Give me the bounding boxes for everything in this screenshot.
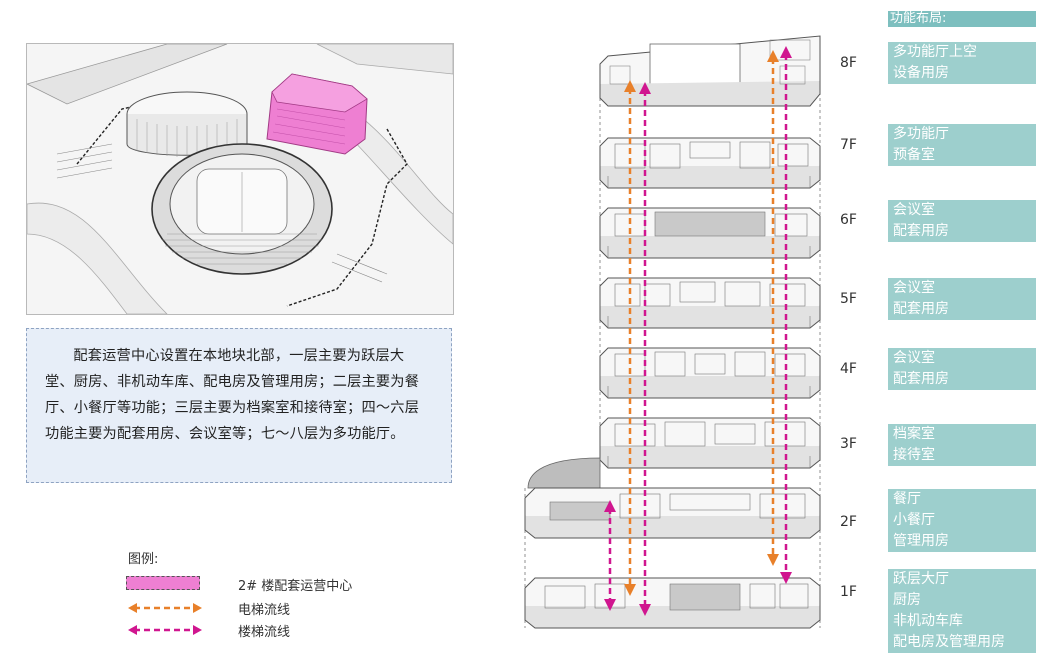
- function-item: 厨房: [893, 592, 921, 608]
- floor-label-5f: 5F: [840, 291, 857, 307]
- floor-label-7f: 7F: [840, 137, 857, 153]
- legend-item-elevator: 电梯流线: [126, 598, 386, 618]
- function-item: 多功能厅: [893, 126, 949, 142]
- floor-6f-plan: [599, 207, 821, 259]
- function-item: 会议室: [893, 202, 935, 218]
- elevator-flow-arrows: [624, 50, 779, 596]
- function-layout-title: 功能布局:: [888, 11, 1036, 27]
- function-box-7f: 多功能厅 预备室: [888, 124, 1036, 166]
- legend-item-building: 2# 楼配套运营中心: [126, 574, 386, 594]
- orange-dashed-arrow-icon: [128, 603, 202, 613]
- floor-8f-plan: [599, 35, 821, 107]
- floor-label-4f: 4F: [840, 361, 857, 377]
- legend-label: 2# 楼配套运营中心: [238, 579, 353, 594]
- function-item: 会议室: [893, 280, 935, 296]
- function-box-8f: 多功能厅上空 设备用房: [888, 42, 1036, 84]
- pink-swatch-icon: [126, 576, 200, 590]
- function-item: 预备室: [893, 147, 935, 163]
- floor-label-3f: 3F: [840, 436, 857, 452]
- magenta-dashed-arrow-icon: [128, 625, 202, 635]
- floor-label-8f: 8F: [840, 55, 857, 71]
- function-item: 接待室: [893, 447, 935, 463]
- floor-label-1f: 1F: [840, 584, 857, 600]
- floor-5f-plan: [599, 277, 821, 329]
- function-item: 管理用房: [893, 533, 949, 549]
- function-item: 小餐厅: [893, 512, 935, 528]
- function-item: 配套用房: [893, 223, 949, 239]
- function-item: 设备用房: [893, 65, 949, 81]
- description-text: 配套运营中心设置在本地块北部，一层主要为跃层大堂、厨房、非机动车库、配电房及管理…: [45, 348, 420, 442]
- function-item: 餐厅: [893, 491, 921, 507]
- site-plan-drawing: [27, 44, 453, 314]
- floor-1f-plan: [524, 577, 821, 629]
- exploded-axonometric: [524, 35, 821, 629]
- function-box-3f: 档案室 接待室: [888, 424, 1036, 466]
- function-box-1f: 跃层大厅 厨房 非机动车库 配电房及管理用房: [888, 569, 1036, 653]
- site-plan-image: [26, 43, 454, 315]
- function-item: 多功能厅上空: [893, 44, 977, 60]
- floor-label-2f: 2F: [840, 514, 857, 530]
- floor-label-6f: 6F: [840, 212, 857, 228]
- function-item: 配套用房: [893, 371, 949, 387]
- function-item: 配电房及管理用房: [893, 634, 1005, 650]
- stair-flow-arrows: [604, 46, 792, 616]
- function-item: 非机动车库: [893, 613, 963, 629]
- floor-2f-plan: [524, 457, 821, 539]
- function-item: 会议室: [893, 350, 935, 366]
- function-box-6f: 会议室 配套用房: [888, 200, 1036, 242]
- description-box: 配套运营中心设置在本地块北部，一层主要为跃层大堂、厨房、非机动车库、配电房及管理…: [26, 328, 452, 483]
- legend-title: 图例:: [128, 552, 159, 567]
- function-item: 档案室: [893, 426, 935, 442]
- function-item: 配套用房: [893, 301, 949, 317]
- legend: 图例: 2# 楼配套运营中心 电梯流线 楼梯流线: [126, 548, 386, 648]
- function-box-5f: 会议室 配套用房: [888, 278, 1036, 320]
- legend-item-stair: 楼梯流线: [126, 620, 386, 640]
- legend-label: 电梯流线: [238, 603, 291, 618]
- function-item: 跃层大厅: [893, 571, 949, 587]
- function-box-2f: 餐厅 小餐厅 管理用房: [888, 489, 1036, 552]
- legend-label: 楼梯流线: [238, 625, 291, 640]
- function-box-4f: 会议室 配套用房: [888, 348, 1036, 390]
